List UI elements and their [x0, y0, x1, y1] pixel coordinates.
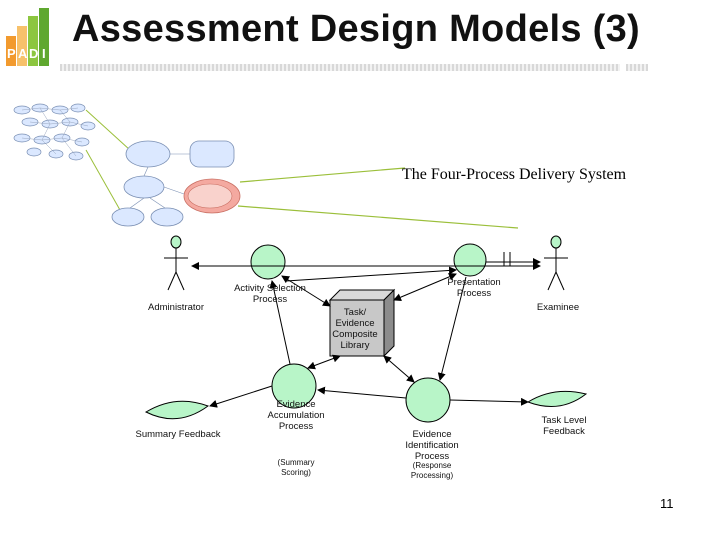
title-underline-end [626, 64, 648, 71]
administrator-label: Administrator [148, 302, 204, 313]
page-title: Assessment Design Models (3) [72, 8, 641, 50]
task-level-feedback-shape [526, 390, 588, 407]
evidence-identification-note: (Response Processing) [410, 461, 454, 480]
summary-feedback-label: Summary Feedback [135, 429, 221, 440]
presentation-label: Presentation Process [447, 277, 501, 299]
examinee-label: Examinee [536, 302, 580, 313]
activity-selection-label: Activity Selection Process [234, 283, 306, 305]
task-library-cube [328, 288, 396, 358]
evidence-identification-label: Evidence Identification Process [405, 429, 459, 462]
flow-arrows [191, 252, 541, 408]
padi-logo: P A D I [4, 6, 56, 70]
overview-thumbnail [13, 103, 519, 229]
page-number: 11 [660, 496, 674, 511]
presentation-node [453, 243, 487, 277]
task-library-label: Task/ Evidence Composite Library [332, 307, 378, 351]
svg-text:A: A [18, 46, 28, 61]
system-title: The Four-Process Delivery System [402, 166, 627, 183]
examinee-figure [544, 235, 568, 291]
activity-selection-node [250, 244, 286, 280]
svg-text:P: P [7, 46, 16, 61]
administrator-figure [164, 235, 188, 291]
evidence-accumulation-label: Evidence Accumulation Process [267, 399, 325, 432]
evidence-accumulation-note: (Summary Scoring) [277, 458, 315, 477]
evidence-identification-node [405, 377, 451, 423]
svg-text:D: D [29, 46, 38, 61]
title-underline [60, 64, 620, 71]
summary-feedback-shape [144, 400, 210, 420]
task-level-feedback-label: Task Level Feedback [541, 415, 587, 437]
svg-text:I: I [42, 46, 46, 61]
